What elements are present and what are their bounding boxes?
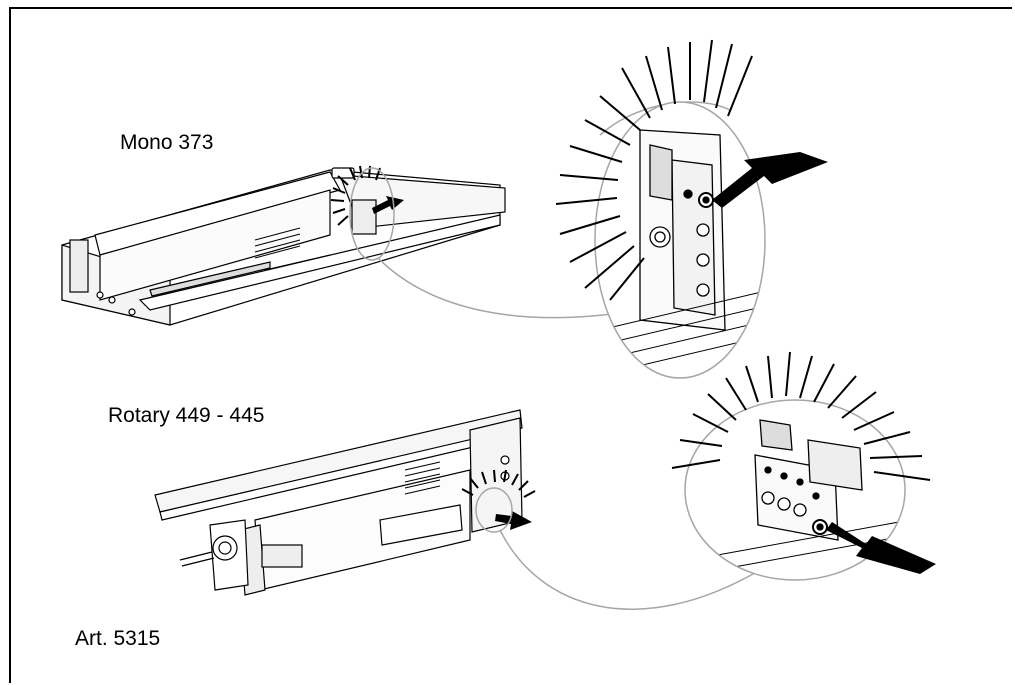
- mono-label: Mono 373: [120, 131, 214, 154]
- arrow-icon: [712, 152, 828, 208]
- mono-zoom-detail: [594, 101, 766, 379]
- rotary-zoom-source-circle: [475, 487, 513, 533]
- mono-drawer-unit: [61, 167, 506, 326]
- diagram-frame: [9, 7, 1012, 683]
- burst-icon: [461, 469, 536, 498]
- burst-icon: [671, 351, 931, 481]
- rotary-zoom-connector: [499, 529, 761, 610]
- arrow-icon: [495, 511, 532, 530]
- burst-icon: [555, 39, 753, 301]
- mono-zoom-connector: [377, 257, 641, 319]
- article-label: Art. 5315: [75, 627, 161, 650]
- rotary-label: Rotary 449 - 445: [108, 404, 265, 427]
- mono-zoom-source-circle: [349, 167, 395, 261]
- rotary-drawer-unit: [154, 409, 523, 596]
- arrow-icon: [372, 196, 404, 214]
- arrow-icon: [826, 522, 936, 574]
